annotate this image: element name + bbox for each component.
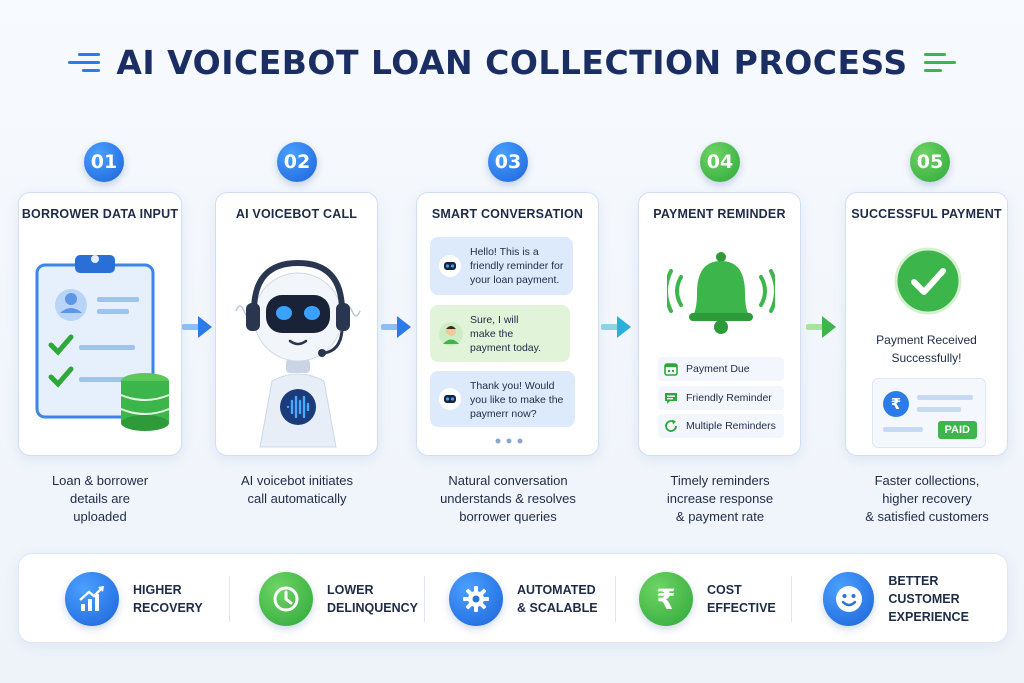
message-icon — [665, 393, 677, 404]
caption-line: AI voicebot initiates — [240, 473, 353, 488]
step-title: BORROWER DATA INPUT — [21, 207, 179, 221]
robot-headset-icon — [235, 259, 361, 448]
step-card-borrower-data: BORROWER DATA INPUT — [18, 192, 182, 456]
typing-dots-icon — [495, 438, 523, 444]
chat-line: friendly reminder for — [470, 260, 564, 272]
chat-line: Thank you! Would — [470, 380, 555, 392]
step-title: SMART CONVERSATION — [431, 207, 584, 221]
chat-line: your loan payment. — [470, 274, 560, 286]
step-card-successful-payment: SUCCESSFUL PAYMENT Payment Received Succ… — [845, 192, 1008, 456]
benefit-divider — [424, 576, 425, 622]
benefit-label: LOWER DELINQUENCY — [327, 583, 418, 615]
benefit-divider — [791, 576, 792, 622]
bot-avatar-icon — [439, 255, 461, 277]
reminder-label: Multiple Reminders — [686, 420, 776, 432]
step-title: AI VOICEBOT CALL — [235, 207, 358, 221]
gear-icon — [449, 572, 503, 626]
caption-line: details are — [70, 491, 130, 506]
title-decoration-left — [68, 52, 101, 72]
chat-bubble-bot-2: Thank you! Would you like to make the pa… — [430, 371, 575, 427]
chat-line: payment today. — [470, 342, 542, 354]
chat-line: Sure, I will — [470, 314, 519, 326]
caption-line: Natural conversation — [448, 473, 568, 488]
step-badge-4: 04 — [700, 142, 740, 182]
chat-bubble-bot-1: Hello! This is a friendly reminder for y… — [430, 237, 573, 295]
benefit-label: AUTOMATED & SCALABLE — [517, 583, 598, 615]
step-badge-1: 01 — [84, 142, 124, 182]
step-badge-5: 05 — [910, 142, 950, 182]
clock-icon — [259, 572, 313, 626]
caption-line: understands & resolves — [440, 491, 576, 506]
benefit-divider — [229, 576, 230, 622]
chat-line: make the — [470, 328, 514, 340]
chat-bubble-user: Sure, I will make the payment today. — [430, 305, 570, 362]
benefit-divider — [615, 576, 616, 622]
calendar-icon — [664, 363, 678, 376]
caption-line: borrower queries — [459, 509, 557, 524]
caption-line: Loan & borrower — [51, 473, 149, 488]
benefit-better-experience: BETTER CUSTOMER EXPERIENCE — [823, 554, 1007, 644]
step-caption-2: AI voicebot initiates call automatically — [207, 472, 387, 508]
chat-line: paymerr now? — [470, 408, 537, 420]
benefit-automated-scalable: AUTOMATED & SCALABLE — [449, 554, 598, 644]
reminder-item-friendly: Friendly Reminder — [658, 386, 784, 410]
user-avatar-icon — [439, 321, 463, 346]
refresh-icon — [665, 419, 677, 432]
payment-message-line: Payment Received — [876, 333, 977, 347]
page-title: AI VOICEBOT LOAN COLLECTION PROCESS — [116, 42, 908, 82]
clipboard-database-icon — [35, 255, 170, 431]
step-title: PAYMENT REMINDER — [653, 207, 786, 221]
step-badge-2: 02 — [277, 142, 317, 182]
check-circle-icon — [894, 247, 962, 315]
benefit-label: HIGHER RECOVERY — [133, 583, 203, 615]
caption-line: & payment rate — [675, 509, 765, 524]
caption-line: & satisfied customers — [865, 509, 989, 524]
caption-line: uploaded — [73, 509, 127, 524]
caption-line: Timely reminders — [670, 473, 770, 488]
payment-receipt: ₹ PAID — [872, 378, 986, 448]
reminder-item-payment-due: Payment Due — [658, 357, 784, 381]
title-decoration-right — [923, 52, 956, 72]
flow-arrow-1 — [182, 316, 212, 338]
bot-avatar-icon — [439, 388, 461, 410]
caption-line: increase response — [666, 491, 774, 506]
flow-arrow-3 — [601, 316, 631, 338]
title-row: AI VOICEBOT LOAN COLLECTION PROCESS — [0, 38, 1024, 86]
payment-success-message: Payment Received Successfully! — [846, 331, 1007, 367]
caption-line: Faster collections, — [874, 473, 980, 488]
chat-line: Hello! This is a — [470, 246, 539, 258]
smiley-icon — [823, 572, 875, 626]
payment-message-line: Successfully! — [891, 351, 962, 365]
caption-line: higher recovery — [882, 491, 972, 506]
rupee-icon: ₹ — [639, 572, 693, 626]
benefits-bar: HIGHER RECOVERY LOWER DELINQUENCY AUTOMA… — [18, 553, 1008, 643]
growth-chart-icon — [65, 572, 119, 626]
flow-arrow-2 — [381, 316, 411, 338]
benefit-label: COST EFFECTIVE — [707, 583, 776, 615]
step-badge-3: 03 — [488, 142, 528, 182]
step-card-payment-reminder: PAYMENT REMINDER — [638, 192, 801, 456]
step-title: SUCCESSFUL PAYMENT — [851, 207, 1002, 221]
step-caption-4: Timely reminders increase response & pay… — [634, 472, 806, 526]
caption-line: call automatically — [247, 491, 347, 506]
flow-arrow-4 — [806, 316, 836, 338]
benefit-higher-recovery: HIGHER RECOVERY — [65, 554, 203, 644]
reminder-label: Friendly Reminder — [686, 392, 772, 404]
rupee-icon: ₹ — [883, 391, 909, 417]
benefit-label: BETTER CUSTOMER EXPERIENCE — [888, 574, 969, 624]
chat-line: you like to make the — [470, 394, 564, 406]
bell-icon — [667, 252, 775, 334]
reminder-item-multiple: Multiple Reminders — [658, 414, 784, 438]
step-caption-5: Faster collections, higher recovery & sa… — [836, 472, 1018, 526]
step-caption-1: Loan & borrower details are uploaded — [18, 472, 182, 526]
benefit-cost-effective: ₹ COST EFFECTIVE — [639, 554, 776, 644]
reminder-label: Payment Due — [686, 363, 750, 375]
benefit-lower-delinquency: LOWER DELINQUENCY — [259, 554, 418, 644]
step-caption-3: Natural conversation understands & resol… — [412, 472, 604, 526]
step-card-voicebot-call: AI VOICEBOT CALL — [215, 192, 378, 456]
paid-badge: PAID — [937, 421, 977, 439]
